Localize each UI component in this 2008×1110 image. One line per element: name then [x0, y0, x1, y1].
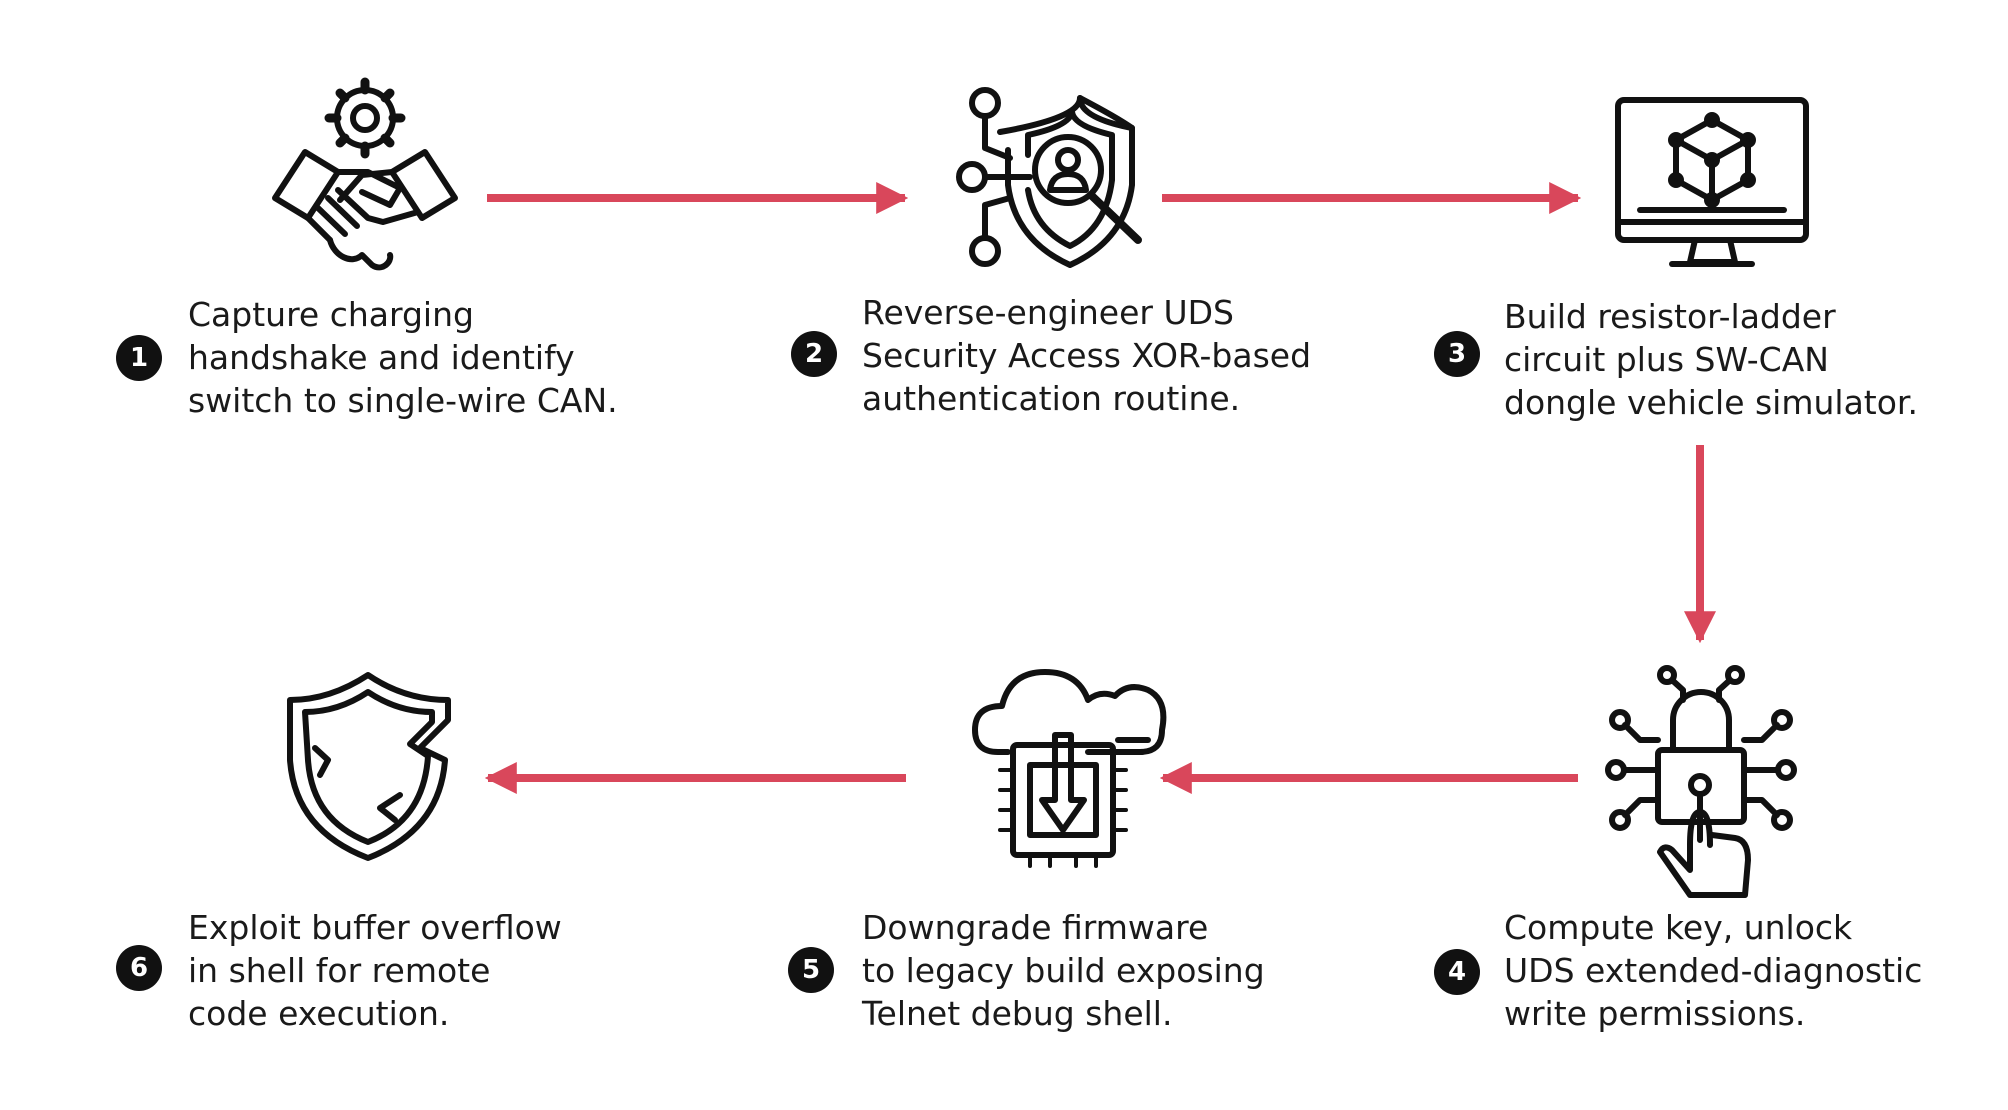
circuit-lock-hand-icon	[1605, 665, 1797, 898]
step-4-line-1: Compute key, unlock	[1504, 908, 1853, 947]
step-3-line-2: circuit plus SW-CAN	[1504, 340, 1829, 379]
step-3-text: Build resistor-ladder circuit plus SW-CA…	[1504, 295, 1918, 424]
step-3-line-1: Build resistor-ladder	[1504, 297, 1836, 336]
step-2-line-1: Reverse-engineer UDS	[862, 293, 1234, 332]
step-5-line-3: Telnet debug shell.	[862, 994, 1173, 1033]
step-4-line-2: UDS extended-diagnostic	[1504, 951, 1923, 990]
step-6-line-1: Exploit buffer overflow	[188, 908, 562, 947]
step-4-badge: 4	[1434, 949, 1480, 995]
step-6-line-3: code execution.	[188, 994, 450, 1033]
step-2-text: Reverse-engineer UDS Security Access XOR…	[862, 291, 1311, 420]
cracked-shield-icon	[287, 672, 451, 861]
step-4-text: Compute key, unlock UDS extended-diagnos…	[1504, 906, 1922, 1035]
cloud-download-chip-icon	[972, 669, 1167, 868]
shield-user-search-icon	[956, 87, 1142, 268]
step-6-text: Exploit buffer overflow in shell for rem…	[188, 906, 562, 1035]
step-6-badge: 6	[116, 945, 162, 991]
step-4-line-3: write permissions.	[1504, 994, 1806, 1033]
step-1-line-2: handshake and identify	[188, 338, 575, 377]
step-5-line-2: to legacy build exposing	[862, 951, 1265, 990]
step-5-line-1: Downgrade firmware	[862, 908, 1209, 947]
handshake-gear-icon	[272, 77, 458, 271]
step-1-badge: 1	[116, 335, 162, 381]
step-2-badge: 2	[791, 331, 837, 377]
step-5-badge: 5	[788, 947, 834, 993]
step-5-text: Downgrade firmware to legacy build expos…	[862, 906, 1265, 1035]
step-1-line-3: switch to single-wire CAN.	[188, 381, 618, 420]
step-2-line-3: authentication routine.	[862, 379, 1241, 418]
step-6-line-2: in shell for remote	[188, 951, 491, 990]
step-2-line-2: Security Access XOR-based	[862, 336, 1312, 375]
step-3-badge: 3	[1434, 331, 1480, 377]
step-1-text: Capture charging handshake and identify …	[188, 293, 618, 422]
step-1-line-1: Capture charging	[188, 295, 474, 334]
step-3-line-3: dongle vehicle simulator.	[1504, 383, 1918, 422]
monitor-cube-icon	[1615, 97, 1809, 267]
